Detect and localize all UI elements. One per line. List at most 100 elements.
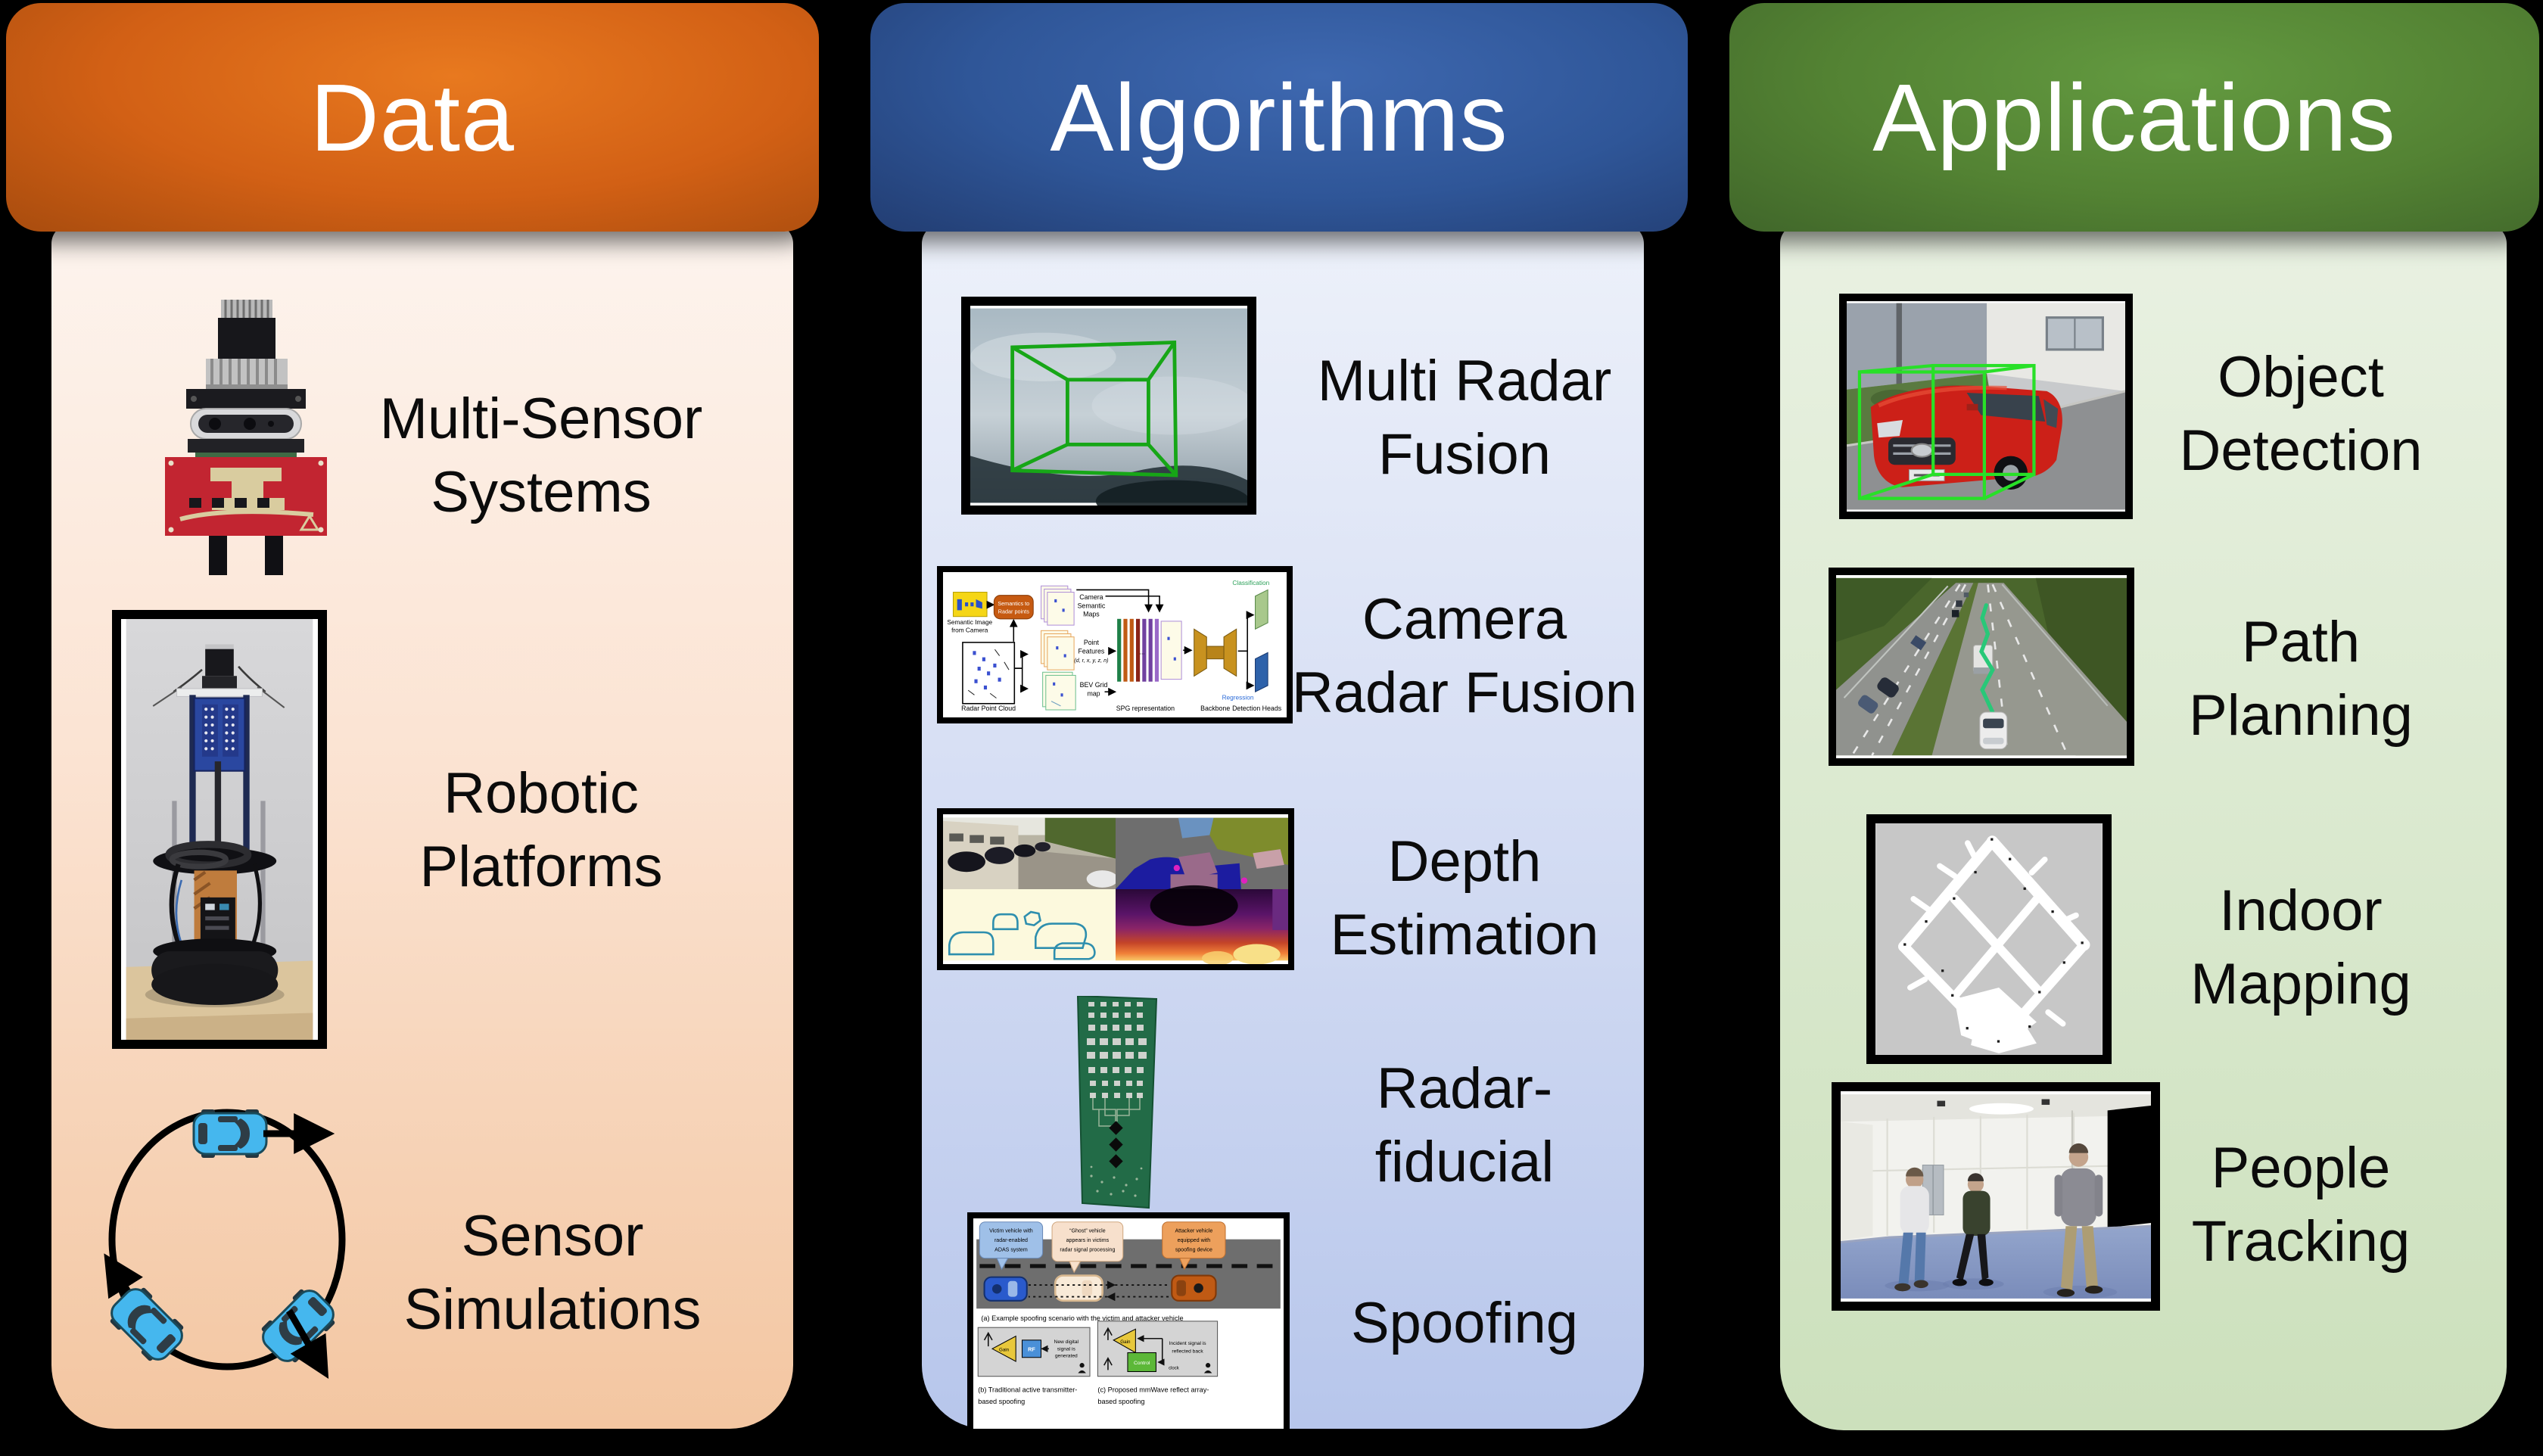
label-radar-fiducial: Radar- fiducial <box>1283 1052 1646 1199</box>
attacker-person-icon <box>1203 1363 1212 1374</box>
bubble-line: appears in victims <box>1066 1238 1110 1243</box>
label-line: Estimation <box>1330 903 1599 968</box>
attacker-bubble: Attacker vehicle equipped with spoofing … <box>1162 1221 1226 1271</box>
person-right <box>2054 1143 2103 1297</box>
fog-bbox-icon <box>970 308 1247 506</box>
depth-map-quadrant <box>1116 885 1288 964</box>
label-line: Camera <box>1362 587 1567 652</box>
spg-slabs: ... <box>1117 618 1182 682</box>
ego-white-car <box>1979 711 2008 750</box>
street-photo-quadrant <box>943 817 1119 889</box>
label-line: Spoofing <box>1350 1291 1579 1355</box>
label-line: Object <box>2218 345 2384 409</box>
data-title: Data <box>310 64 515 171</box>
note-line: reflected back <box>1172 1349 1203 1355</box>
clock-label: clock <box>1169 1366 1180 1370</box>
bubble-line: Attacker vehicle <box>1175 1228 1212 1234</box>
rf-label: RF <box>1028 1346 1035 1352</box>
flow-label: Semantic Image <box>947 618 992 626</box>
label-depth-estimation: Depth Estimation <box>1283 825 1646 972</box>
applications-panel-body: Object Detection <box>1780 224 2507 1430</box>
flow-label: SPG representation <box>1116 705 1175 712</box>
label-spoofing: Spoofing <box>1283 1286 1646 1360</box>
flow-label: Detection Heads <box>1232 705 1282 712</box>
caption-b: based spoofing <box>978 1398 1025 1405</box>
blue-car <box>1858 695 1878 714</box>
label-indoor-mapping: Indoor Mapping <box>2123 874 2479 1022</box>
flowchart-icon: Semantic Image from Camera Semantics to … <box>943 575 1287 714</box>
depth-estimation-image <box>937 808 1294 970</box>
flow-label: Maps <box>1083 611 1100 618</box>
antenna-pads <box>202 704 239 757</box>
flow-label: Camera <box>1079 593 1103 601</box>
label-line: Planning <box>2189 683 2413 748</box>
fiducial-pcb-icon <box>1076 996 1158 1209</box>
fiducial-diamonds <box>1109 1121 1123 1168</box>
flow-label: BEV Grid <box>1080 681 1108 689</box>
point-cloud-marks <box>967 649 1010 698</box>
flow-label: Semantics to <box>998 600 1029 607</box>
dark-car <box>1877 677 1899 698</box>
label-line: Sensor <box>461 1204 644 1268</box>
segmentation-quadrant <box>1116 817 1288 889</box>
gain-label: Gain <box>1120 1339 1131 1345</box>
label-line: Multi-Sensor <box>379 387 703 451</box>
note-line: signal is <box>1057 1346 1076 1352</box>
ghost-car <box>1054 1274 1103 1302</box>
bev-grid-stack <box>1042 671 1076 711</box>
bubble-line: Victim vehicle with <box>989 1228 1033 1234</box>
caption-a: (a) Example spoofing scenario with the v… <box>981 1314 1183 1322</box>
bubble-line: radar signal processing <box>1060 1247 1115 1252</box>
green-3d-bbox <box>1857 363 2036 500</box>
victim-bubble: Victim vehicle with radar-enabled ADAS s… <box>979 1221 1044 1271</box>
robotic-platform-image <box>112 610 327 1049</box>
caption-c: based spoofing <box>1097 1398 1144 1405</box>
label-people-tracking: People Tracking <box>2123 1131 2479 1279</box>
flow-label: from Camera <box>951 626 988 633</box>
feed-traces <box>1092 1098 1141 1132</box>
backbone-blocks <box>1194 628 1237 677</box>
data-column-header: Data <box>6 3 819 232</box>
label-line: Fusion <box>1377 422 1552 487</box>
right-carriageway <box>1931 583 2127 756</box>
people-tracking-image <box>1832 1082 2160 1311</box>
point-cloud-dots <box>973 651 1001 690</box>
sensor-rig-icon <box>165 300 327 575</box>
multi-radar-fusion-image <box>961 297 1256 515</box>
flow-label: Backbone <box>1200 705 1230 712</box>
antenna-pad-grid <box>1087 1002 1147 1098</box>
label-line: Systems <box>431 460 652 525</box>
regression-slab <box>1255 652 1268 693</box>
sensor-simulation-diagram <box>68 1075 386 1400</box>
lane-markings <box>1850 583 2069 756</box>
car-bbox-icon <box>1847 303 2125 510</box>
attacker-car <box>1171 1274 1217 1302</box>
highway-icon <box>1836 577 2127 756</box>
label-line: Detection <box>2179 418 2423 484</box>
arrow-down-right <box>286 1308 329 1380</box>
caption-b: (b) Traditional active transmitter- <box>978 1386 1077 1394</box>
applications-title: Applications <box>1872 64 2396 171</box>
planned-path <box>1979 603 1995 714</box>
bubble-line: radar-enabled <box>994 1238 1028 1243</box>
pcb-chips <box>189 498 269 508</box>
svg-text:...: ... <box>1139 648 1145 655</box>
person-left <box>1894 1167 1929 1292</box>
people-lab-icon <box>1841 1094 2151 1299</box>
person-middle <box>1952 1173 1994 1286</box>
note-line: Incident signal is <box>1169 1341 1206 1346</box>
algorithms-panel-body: Multi Radar Fusion Semantic Image from C… <box>922 224 1646 1435</box>
distant-cars <box>1910 592 1969 651</box>
green-3d-bbox <box>1010 341 1178 478</box>
robot-lidar <box>205 649 234 677</box>
caption-c: (c) Proposed mmWave reflect array- <box>1097 1386 1209 1394</box>
spoofing-icon: Victim vehicle with radar-enabled ADAS s… <box>973 1220 1284 1427</box>
flow-label: Point <box>1084 639 1100 646</box>
obstacle-speckles <box>1903 838 2084 1043</box>
victim-car <box>983 1276 1028 1302</box>
robot-photo-icon <box>126 619 313 1040</box>
camera-semantic-maps-stack <box>1041 585 1075 626</box>
attacker-person-icon <box>1078 1363 1086 1374</box>
gain-label: Gain <box>999 1347 1010 1352</box>
